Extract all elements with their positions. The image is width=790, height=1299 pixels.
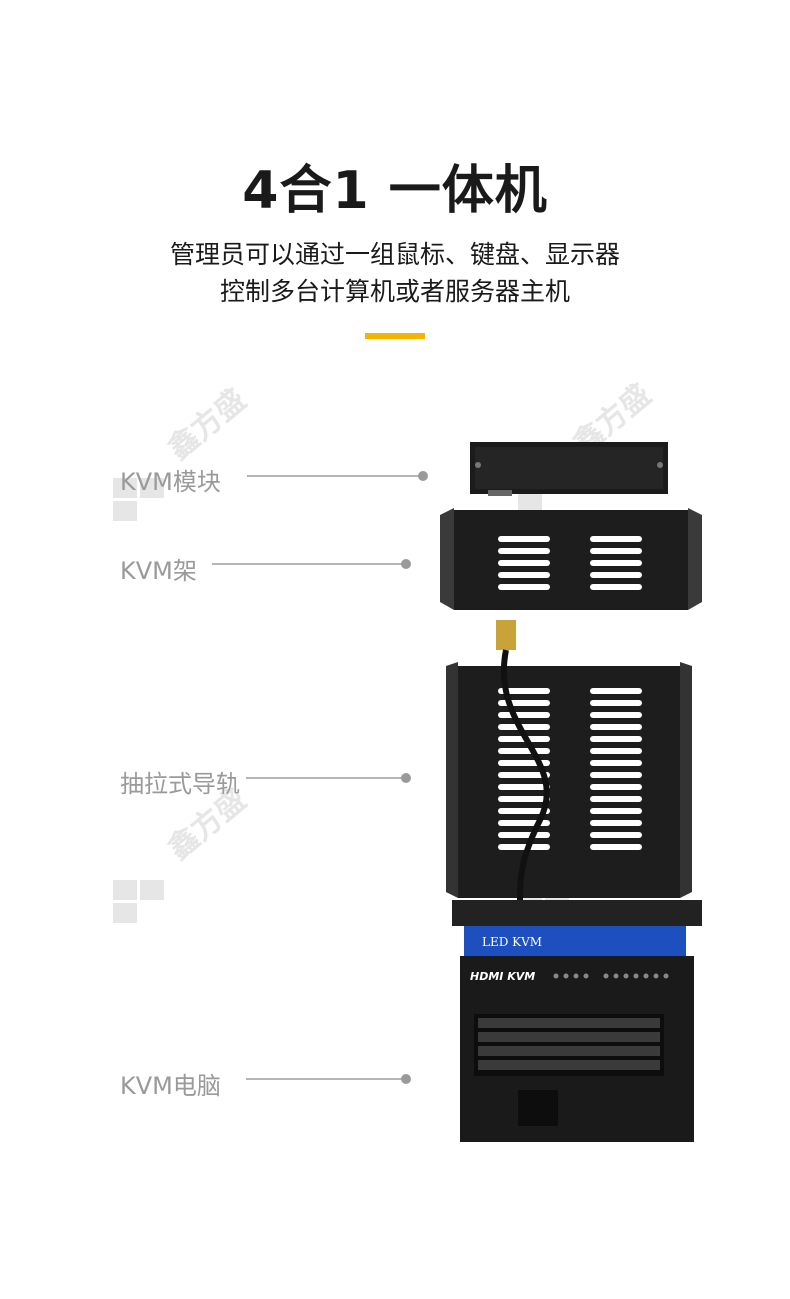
page-title: 4合1 一体机 bbox=[242, 161, 548, 221]
touchpad bbox=[518, 1090, 558, 1126]
label-kvm-module: KVM模块 bbox=[120, 468, 221, 496]
leader-line-computer bbox=[246, 1078, 406, 1080]
watermark-brand: 鑫方盛 bbox=[161, 382, 253, 468]
leader-line-rail bbox=[246, 777, 406, 779]
panel-label: HDMI KVM bbox=[470, 970, 535, 983]
leader-line-module bbox=[247, 475, 423, 477]
leader-dot-module bbox=[418, 471, 428, 481]
leader-dot-computer bbox=[401, 1074, 411, 1084]
label-sliding-rail: 抽拉式导轨 bbox=[120, 770, 240, 798]
sliding-rail-unit bbox=[446, 662, 692, 898]
leader-line-rack bbox=[212, 563, 407, 565]
label-kvm-computer: KVM电脑 bbox=[120, 1072, 221, 1100]
kvm-computer-unit: LED KVM HDMI KVM bbox=[452, 900, 702, 1142]
accent-bar bbox=[365, 333, 425, 339]
kvm-product-illustration: LED KVM HDMI KVM bbox=[440, 442, 702, 1142]
leader-dot-rack bbox=[401, 559, 411, 569]
kvm-module-unit bbox=[470, 442, 668, 496]
subtitle-line-2: 控制多台计算机或者服务器主机 bbox=[219, 277, 570, 306]
screen-label: LED KVM bbox=[482, 935, 542, 949]
label-kvm-rack: KVM架 bbox=[120, 557, 197, 585]
subtitle-line-1: 管理员可以通过一组鼠标、键盘、显示器 bbox=[169, 240, 620, 269]
kvm-rack-unit bbox=[440, 508, 702, 610]
video-cable bbox=[496, 620, 550, 901]
page-subtitle: 管理员可以通过一组鼠标、键盘、显示器 控制多台计算机或者服务器主机 bbox=[0, 236, 790, 310]
leader-dot-rail bbox=[401, 773, 411, 783]
